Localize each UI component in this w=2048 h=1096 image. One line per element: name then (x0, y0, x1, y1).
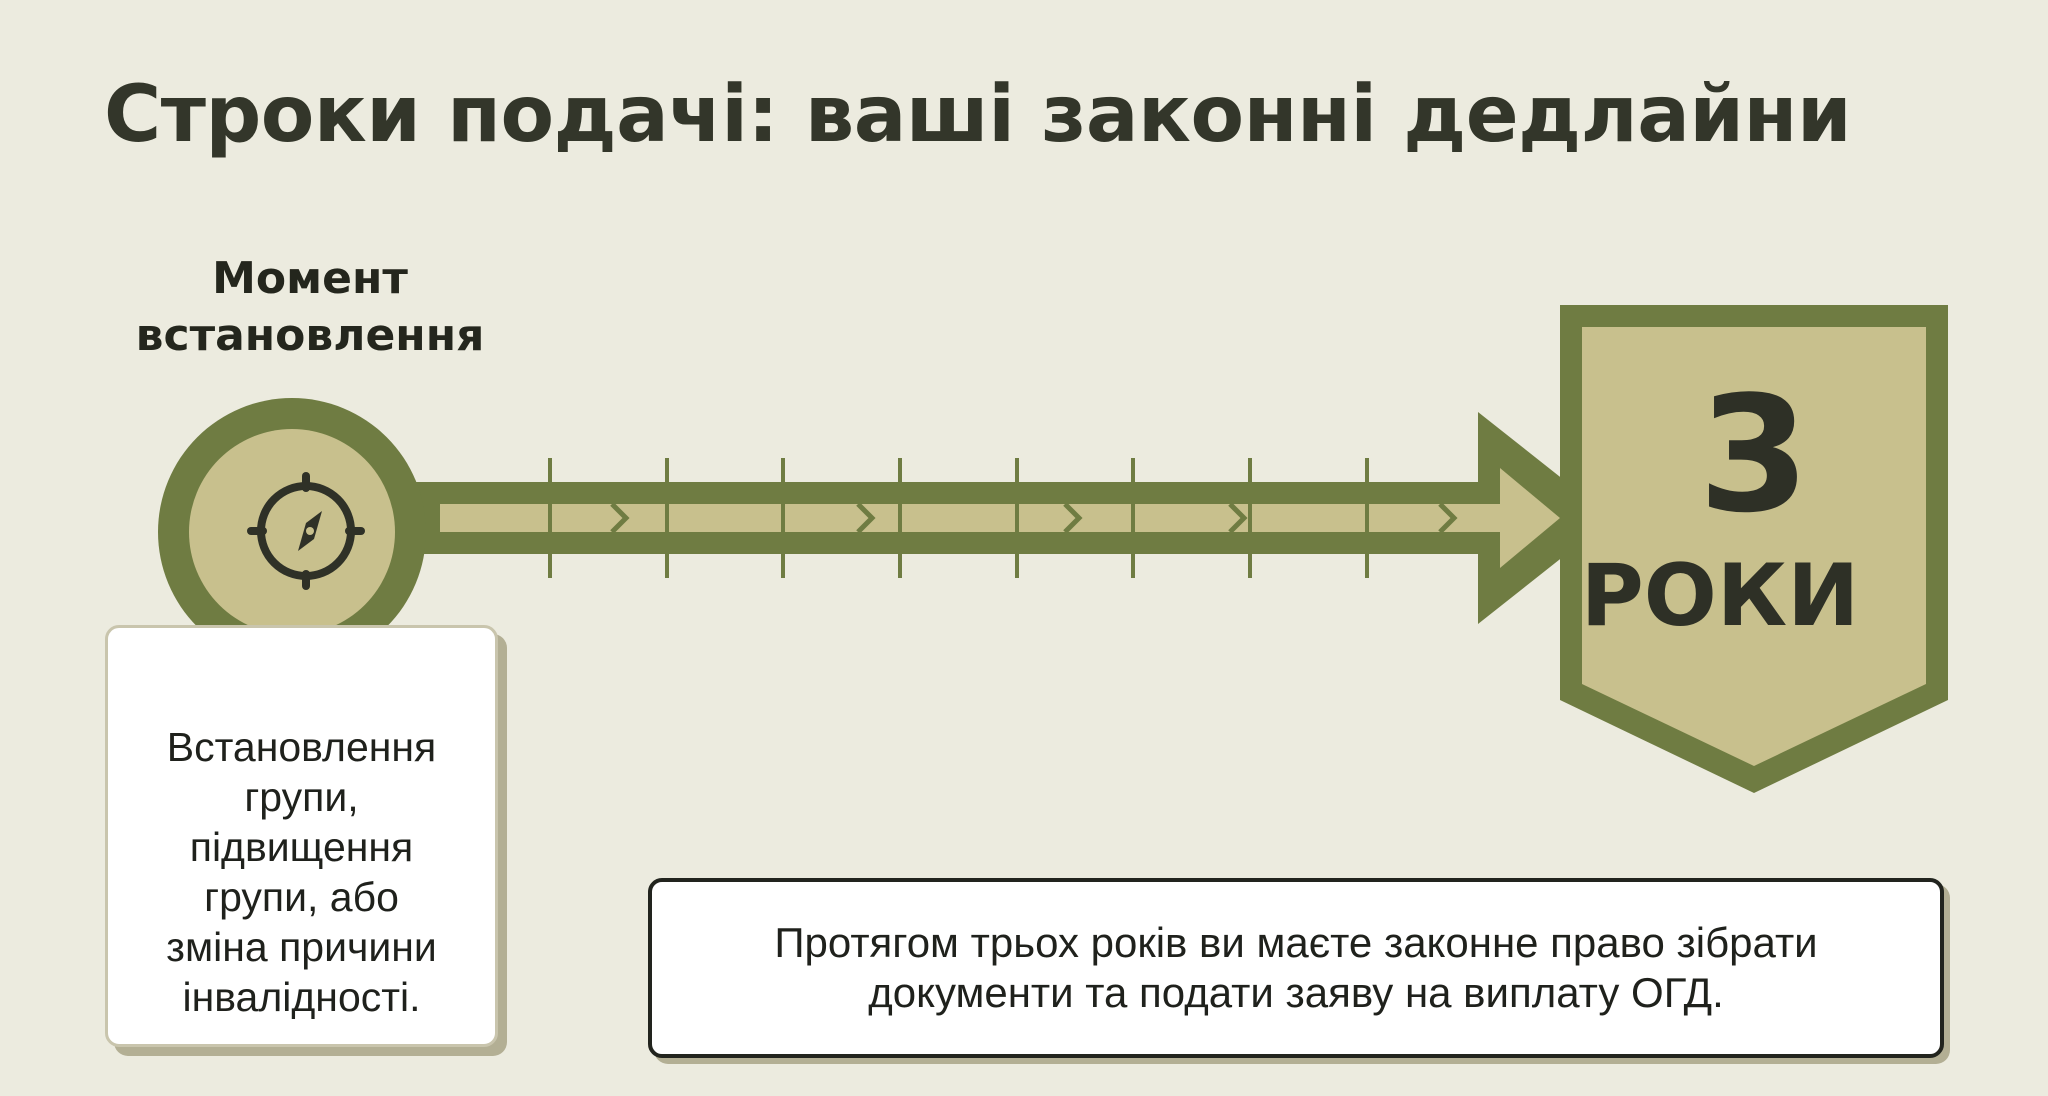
timeline-arrow-inner (440, 468, 1560, 568)
page-title: Строки подачі: ваші законні дедлайни (104, 70, 1852, 160)
start-moment-label: Момент встановлення (110, 250, 510, 364)
card-line: групи, або (204, 874, 399, 920)
card-line: документи та подати заяву на виплату ОГД… (868, 969, 1724, 1016)
start-label-line: Момент (212, 253, 408, 304)
trigger-events-text: Встановлення групи, підвищення групи, аб… (108, 722, 495, 1022)
segment-chevron (1438, 502, 1458, 534)
deadline-number: 3 (1698, 361, 1809, 548)
start-node-inner (189, 429, 395, 635)
segment-chevron (1063, 502, 1083, 534)
trigger-events-card: Встановлення групи, підвищення групи, аб… (105, 625, 498, 1047)
segment-chevron (856, 502, 876, 534)
deadline-explanation-card: Протягом трьох років ви маєте законне пр… (648, 878, 1944, 1058)
card-line: зміна причини (166, 924, 437, 970)
card-line: інвалідності. (182, 974, 421, 1020)
timeline-ticks (548, 458, 1369, 578)
deadline-badge-inner (1582, 327, 1926, 766)
start-label-line: встановлення (135, 310, 485, 361)
segment-chevron (1228, 502, 1248, 534)
segment-chevron (610, 502, 630, 534)
card-line: Протягом трьох років ви маєте законне пр… (774, 919, 1818, 966)
deadline-unit: РОКИ (1581, 546, 1859, 646)
compass-icon (247, 472, 365, 590)
card-line: Встановлення (166, 724, 437, 770)
timeline-segment-chevrons (610, 502, 1458, 534)
deadline-explanation-text: Протягом трьох років ви маєте законне пр… (652, 918, 1940, 1018)
card-line: групи, (244, 774, 359, 820)
card-line: підвищення (189, 824, 414, 870)
